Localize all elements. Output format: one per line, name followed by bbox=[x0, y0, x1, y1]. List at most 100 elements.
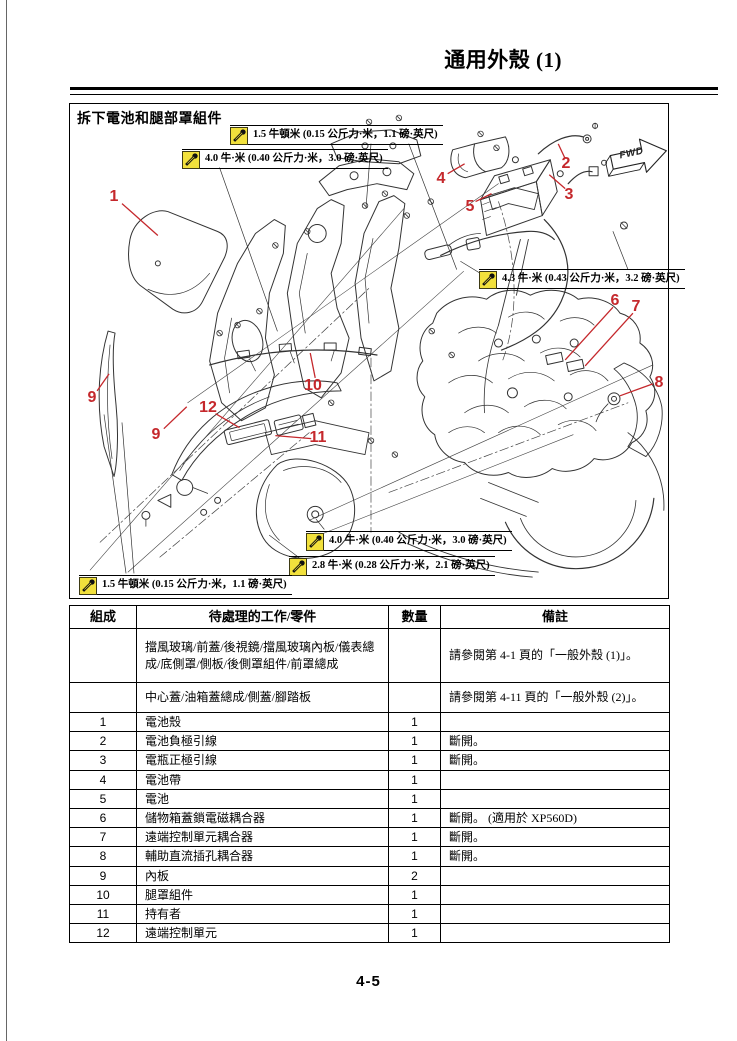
qty-cell bbox=[388, 682, 441, 713]
torque-wrench-icon bbox=[306, 533, 324, 551]
job-cell: 電池殼 bbox=[136, 711, 389, 733]
label-leader-lines bbox=[103, 143, 629, 574]
col-header-job: 待處理的工作/零件 bbox=[136, 605, 389, 629]
job-cell: 輔助直流插孔耦合器 bbox=[136, 846, 389, 867]
job-cell: 中心蓋/油箱蓋總成/側蓋/腳踏板 bbox=[136, 682, 389, 713]
callout-8: 8 bbox=[654, 374, 664, 391]
torque-wrench-icon bbox=[79, 577, 97, 595]
fasteners-left bbox=[141, 478, 222, 527]
callout-1: 1 bbox=[109, 188, 119, 205]
table-row: 擋風玻璃/前蓋/後視鏡/擋風玻璃內板/儀表總成/底側罩/側板/後側罩組件/前罩總… bbox=[69, 628, 670, 683]
remark-cell bbox=[440, 923, 670, 944]
torque-label-bottom-1: 4.0 牛·米 (0.40 公斤力·米，3.0 磅·英尺) bbox=[306, 531, 512, 551]
exploded-view-artwork bbox=[89, 114, 667, 578]
qty-cell: 1 bbox=[388, 769, 441, 790]
table-row: 10 腿罩組件 1 bbox=[69, 884, 670, 905]
job-cell: 腿罩組件 bbox=[136, 884, 389, 905]
job-cell: 電瓶正極引線 bbox=[136, 750, 389, 771]
order-cell: 5 bbox=[69, 788, 137, 809]
remark-cell bbox=[440, 788, 670, 809]
qty-cell: 1 bbox=[388, 807, 441, 829]
callout-10: 10 bbox=[304, 377, 322, 394]
job-cell: 電池帶 bbox=[136, 769, 389, 790]
callout-11: 11 bbox=[309, 429, 327, 446]
remark-cell bbox=[440, 884, 670, 905]
col-header-qty: 數量 bbox=[388, 605, 441, 629]
torque-label-text: 1.5 牛頓米 (0.15 公斤力·米，1.1 磅·英尺) bbox=[248, 127, 443, 145]
callout-5: 5 bbox=[465, 198, 475, 215]
job-cell: 儲物箱蓋鎖電磁耦合器 bbox=[136, 807, 389, 829]
torque-label-text: 1.5 牛頓米 (0.15 公斤力·米，1.1 磅·英尺) bbox=[97, 577, 292, 595]
callout-4: 4 bbox=[436, 170, 446, 187]
battery-leads-parts2-3 bbox=[500, 122, 608, 351]
remote-unit-and-holder-parts11-12 bbox=[223, 412, 317, 446]
order-cell: 3 bbox=[69, 750, 137, 771]
qty-cell: 1 bbox=[388, 788, 441, 809]
job-cell: 電池 bbox=[136, 788, 389, 809]
torque-label-text: 4.0 牛·米 (0.40 公斤力·米，3.0 磅·英尺) bbox=[200, 151, 388, 169]
job-cell: 內板 bbox=[136, 865, 389, 886]
remark-cell: 斷開。 (適用於 XP560D) bbox=[440, 807, 670, 829]
inner-panels-part9 bbox=[98, 330, 342, 481]
front-cowl-frames bbox=[209, 129, 422, 422]
construction-lines bbox=[89, 183, 654, 573]
qty-cell: 1 bbox=[388, 827, 441, 848]
torque-wrench-icon bbox=[479, 271, 497, 289]
table-row: 3 電瓶正極引線 1 斷開。 bbox=[69, 750, 670, 771]
remark-cell: 斷開。 bbox=[440, 731, 670, 752]
table-header-row: 組成 待處理的工作/零件 數量 備註 bbox=[69, 605, 670, 629]
diagram-title: 拆下電池和腿部罩組件 bbox=[77, 112, 222, 127]
table-row: 4 電池帶 1 bbox=[69, 769, 670, 790]
battery-band-part4 bbox=[450, 136, 510, 179]
remark-cell bbox=[440, 769, 670, 790]
torque-label-top-2: 4.0 牛·米 (0.40 公斤力·米，3.0 磅·英尺) bbox=[182, 149, 388, 169]
qty-cell: 1 bbox=[388, 731, 441, 752]
leg-shield-assembly bbox=[256, 420, 370, 559]
windshield-panel-part1 bbox=[128, 210, 228, 314]
callout-9b: 9 bbox=[151, 426, 161, 443]
job-cell: 電池負極引線 bbox=[136, 731, 389, 752]
table-row: 12 遠端控制單元 1 bbox=[69, 923, 670, 944]
qty-cell bbox=[388, 628, 441, 683]
table-row: 8 輔助直流插孔耦合器 1 斷開。 bbox=[69, 846, 670, 867]
parts-table: 組成 待處理的工作/零件 數量 備註 擋風玻璃/前蓋/後視鏡/擋風玻璃內板/儀表… bbox=[69, 605, 670, 944]
remark-cell: 斷開。 bbox=[440, 827, 670, 848]
order-cell: 7 bbox=[69, 827, 137, 848]
table-row: 9 內板 2 bbox=[69, 865, 670, 886]
torque-wrench-icon bbox=[230, 127, 248, 145]
table-row: 11 持有者 1 bbox=[69, 903, 670, 925]
header-rule-thin bbox=[70, 94, 718, 95]
order-cell: 4 bbox=[69, 769, 137, 790]
callout-7: 7 bbox=[631, 298, 641, 315]
torque-wrench-icon bbox=[182, 151, 200, 169]
page-number: 4-5 bbox=[356, 973, 381, 990]
callout-12: 12 bbox=[199, 399, 217, 416]
qty-cell: 1 bbox=[388, 846, 441, 867]
callout-9a: 9 bbox=[87, 389, 97, 406]
fwd-arrow bbox=[605, 138, 667, 177]
order-cell bbox=[69, 682, 137, 713]
order-cell: 11 bbox=[69, 903, 137, 925]
table-row: 7 遠端控制單元耦合器 1 斷開。 bbox=[69, 827, 670, 848]
order-cell: 1 bbox=[69, 711, 137, 733]
callout-6: 6 bbox=[610, 292, 620, 309]
remark-cell bbox=[440, 865, 670, 886]
remark-cell bbox=[440, 903, 670, 925]
callout-3: 3 bbox=[564, 186, 574, 203]
remark-cell: 斷開。 bbox=[440, 750, 670, 771]
order-cell: 12 bbox=[69, 923, 137, 944]
table-row: 中心蓋/油箱蓋總成/側蓋/腳踏板 請參閱第 4-11 頁的「一般外殼 (2)」。 bbox=[69, 682, 670, 713]
qty-cell: 1 bbox=[388, 903, 441, 925]
torque-label-text: 2.8 牛·米 (0.28 公斤力·米，2.1 磅·英尺) bbox=[307, 558, 495, 576]
motorcycle-body bbox=[398, 187, 665, 578]
job-cell: 遠端控制單元耦合器 bbox=[136, 827, 389, 848]
torque-label-mid-right: 4.3 牛·米 (0.43 公斤力·米，3.2 磅·英尺) bbox=[479, 269, 685, 289]
qty-cell: 1 bbox=[388, 884, 441, 905]
order-cell: 9 bbox=[69, 865, 137, 886]
page-title: 通用外殼 (1) bbox=[444, 48, 562, 72]
table-row: 2 電池負極引線 1 斷開。 bbox=[69, 731, 670, 752]
qty-cell: 1 bbox=[388, 750, 441, 771]
exploded-diagram-panel: 拆下電池和腿部罩組件 1.5 牛頓米 (0.15 公斤力·米，1.1 磅·英尺)… bbox=[69, 103, 685, 599]
remark-cell: 請參閱第 4-1 頁的「一般外殼 (1)」。 bbox=[440, 628, 670, 683]
order-cell: 8 bbox=[69, 846, 137, 867]
